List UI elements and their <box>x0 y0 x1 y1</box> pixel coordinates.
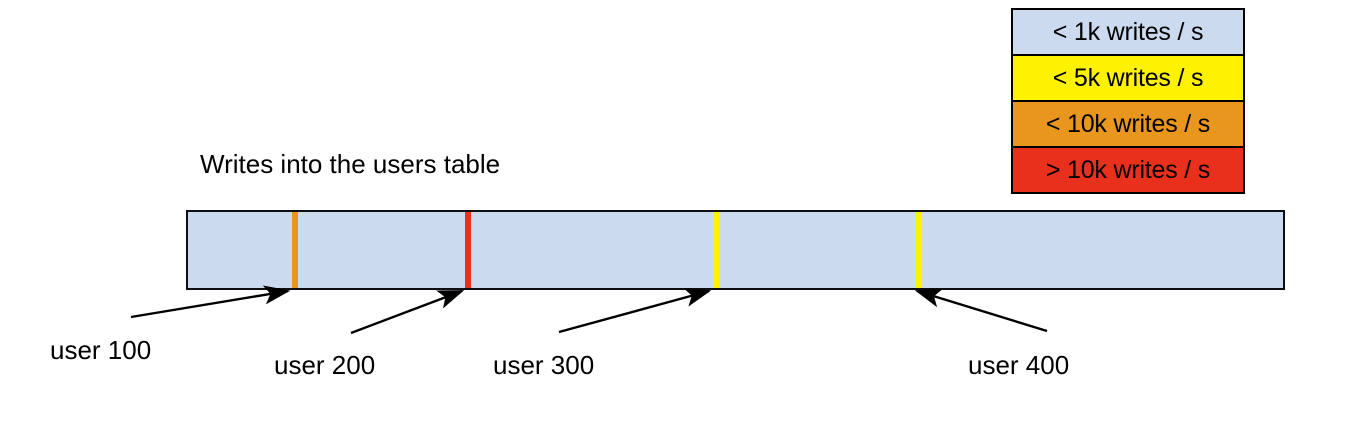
legend-row-under-10k: < 10k writes / s <box>1013 102 1243 148</box>
legend-label-over-10k: > 10k writes / s <box>1045 155 1211 184</box>
stripe-user-200 <box>465 212 471 288</box>
legend-label-under-1k: < 1k writes / s <box>1052 17 1204 46</box>
arrow-user-100 <box>130 285 291 319</box>
stripe-user-300 <box>713 212 719 288</box>
stripe-user-100 <box>292 212 298 288</box>
pointer-label-user-100: user 100 <box>50 335 152 365</box>
legend-label-under-10k: < 10k writes / s <box>1045 109 1211 138</box>
pointer-label-user-400: user 400 <box>968 350 1070 380</box>
pointer-label-user-300: user 300 <box>493 350 595 380</box>
arrow-user-300 <box>558 288 712 334</box>
legend-row-under-1k: < 1k writes / s <box>1013 10 1243 56</box>
users-table-key-range-bar <box>186 210 1285 290</box>
legend-row-over-10k: > 10k writes / s <box>1013 148 1243 192</box>
chart-title: Writes into the users table <box>200 149 501 179</box>
arrow-user-400 <box>914 288 1048 333</box>
legend-row-under-5k: < 5k writes / s <box>1013 56 1243 102</box>
arrow-user-200 <box>350 289 465 335</box>
legend-label-under-5k: < 5k writes / s <box>1052 63 1204 92</box>
pointer-label-user-200: user 200 <box>274 350 376 380</box>
stripe-user-400 <box>916 212 922 288</box>
writes-per-second-legend: < 1k writes / s < 5k writes / s < 10k wr… <box>1011 8 1245 194</box>
